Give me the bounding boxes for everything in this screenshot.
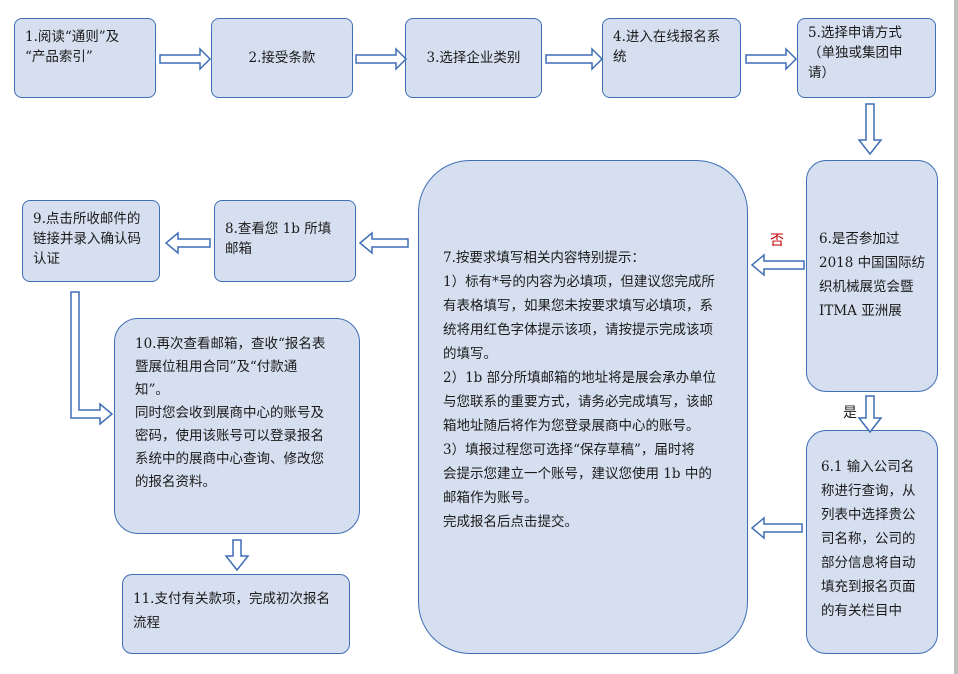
step-1-text: 1.阅读“通则”及 “产品索引” xyxy=(25,29,120,65)
arrow-8-to-9 xyxy=(164,231,211,255)
step-3-select-category: 3.选择企业类别 xyxy=(405,18,542,98)
step-7-fill-form-notes: 7.按要求填写相关内容特别提示： 1）标有*号的内容为必填项，但建议您完成所 有… xyxy=(418,160,748,654)
step-10-check-email-again: 10.再次查看邮箱，查收“报名表 暨展位租用合同”及“付款通 知”。 同时您会收… xyxy=(114,318,360,534)
step-7-text: 7.按要求填写相关内容特别提示： 1）标有*号的内容为必填项，但建议您完成所 有… xyxy=(443,250,717,530)
step-2-accept-terms: 2.接受条款 xyxy=(211,18,353,98)
step-5-select-application-mode: 5.选择申请方式 （单独或集团申 请） xyxy=(797,18,936,98)
step-11-pay-fees: 11.支付有关款项，完成初次报名 流程 xyxy=(122,574,350,654)
step-5-text: 5.选择申请方式 （单独或集团申 请） xyxy=(808,25,903,81)
arrow-3-to-4 xyxy=(545,47,604,71)
step-3-text: 3.选择企业类别 xyxy=(426,50,521,66)
step-1-read-rules: 1.阅读“通则”及 “产品索引” xyxy=(14,18,156,98)
right-edge-border xyxy=(954,0,958,674)
label-yes: 是 xyxy=(843,405,857,421)
step-4-enter-online-system: 4.进入在线报名系 统 xyxy=(602,18,741,98)
step-11-text: 11.支付有关款项，完成初次报名 流程 xyxy=(133,591,330,631)
arrow-9-to-10 xyxy=(70,291,114,426)
step-2-text: 2.接受条款 xyxy=(248,50,316,66)
step-9-text: 9.点击所收邮件的 链接并录入确认码 认证 xyxy=(33,211,141,267)
arrow-5-to-6 xyxy=(857,103,883,156)
step-8-text: 8.查看您 1b 所填 邮箱 xyxy=(225,221,332,257)
step-6-participated-question: 6.是否参加过 2018 中国国际纺 织机械展览会暨 ITMA 亚洲展 xyxy=(806,160,938,392)
label-no: 否 xyxy=(770,233,784,249)
arrow-7-to-8 xyxy=(358,231,409,255)
arrow-1-to-2 xyxy=(159,47,212,71)
arrow-4-to-5 xyxy=(745,47,798,71)
step-6-1-search-company: 6.1 输入公司名 称进行查询，从 列表中选择贵公 司名称，公司的 部分信息将自… xyxy=(806,430,938,654)
arrow-6-to-6-1 xyxy=(857,395,883,434)
step-10-text: 10.再次查看邮箱，查收“报名表 暨展位租用合同”及“付款通 知”。 同时您会收… xyxy=(135,336,326,490)
step-9-click-confirm-link: 9.点击所收邮件的 链接并录入确认码 认证 xyxy=(22,200,160,282)
step-6-text: 6.是否参加过 2018 中国国际纺 织机械展览会暨 ITMA 亚洲展 xyxy=(819,231,926,319)
step-8-check-email: 8.查看您 1b 所填 邮箱 xyxy=(214,200,356,282)
arrow-10-to-11 xyxy=(224,539,250,572)
arrow-6-1-to-7 xyxy=(750,516,803,540)
step-4-text: 4.进入在线报名系 统 xyxy=(613,29,721,65)
arrow-6-to-7 xyxy=(750,253,805,277)
arrow-2-to-3 xyxy=(355,47,408,71)
step-6-1-text: 6.1 输入公司名 称进行查询，从 列表中选择贵公 司名称，公司的 部分信息将自… xyxy=(821,459,916,619)
